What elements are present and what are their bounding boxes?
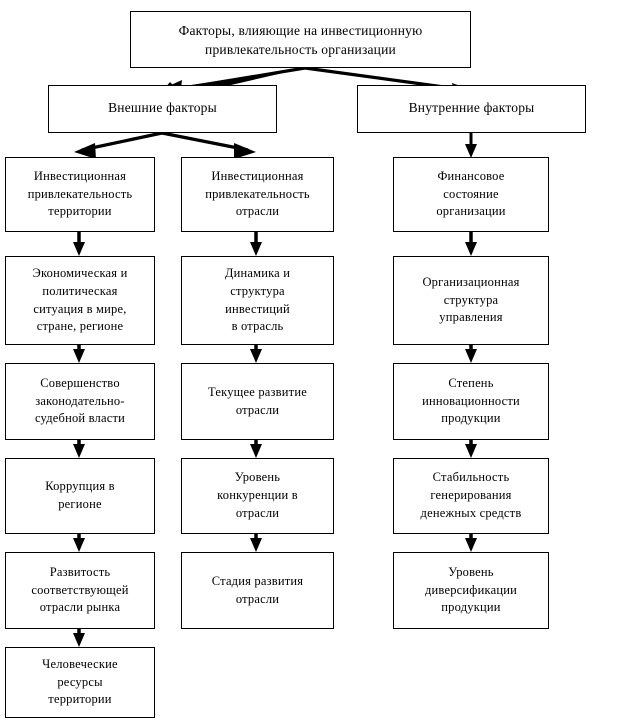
node-external-factors-label: Внешние факторы	[108, 100, 217, 115]
edge-internal-chain-1	[465, 232, 477, 256]
edge-branch-chain-3	[250, 440, 262, 458]
node-market-branch-development[interactable]: Развитость соответствующей отрасли рынка	[5, 552, 155, 629]
edge-internal-chain-4	[465, 534, 477, 552]
node-root-label: Факторы, влияющие на инвестиционную прив…	[178, 23, 423, 58]
edge-branch-chain-2	[250, 345, 262, 363]
node-org-management-structure[interactable]: Организационная структура управления	[393, 256, 549, 345]
node-external-factors[interactable]: Внешние факторы	[48, 85, 277, 133]
edge-internal-chain-2	[465, 345, 477, 363]
node-corruption-region-label: Коррупция в регионе	[45, 479, 115, 511]
node-investment-dynamics-label: Динамика и структура инвестиций в отрасл…	[224, 266, 291, 334]
node-root[interactable]: Факторы, влияющие на инвестиционную прив…	[130, 11, 471, 68]
node-branch-stage-label: Стадия развития отрасли	[211, 573, 304, 606]
node-branch-attractiveness-label: Инвестиционная привлекательность отрасли	[205, 168, 310, 219]
node-econ-political-situation[interactable]: Экономическая и политическая ситуация в …	[5, 256, 155, 345]
node-market-branch-development-label: Развитость соответствующей отрасли рынка	[31, 564, 129, 615]
edge-territory-chain-4	[73, 534, 85, 552]
edge-territory-chain-3	[73, 440, 85, 458]
edge-external-to-branch	[161, 131, 256, 159]
node-org-management-structure-label: Организационная структура управления	[422, 274, 520, 325]
node-cashflow-stability[interactable]: Стабильность генерирования денежных сред…	[393, 458, 549, 534]
edge-territory-chain-5	[73, 629, 85, 647]
node-financial-state[interactable]: Финансовое состояние организации	[393, 157, 549, 232]
edge-branch-chain-1	[250, 232, 262, 256]
node-branch-stage[interactable]: Стадия развития отрасли	[181, 552, 334, 629]
node-innovation-degree[interactable]: Степень инновационности продукции	[393, 363, 549, 440]
node-legal-judicial-perfection[interactable]: Совершенство законодательно- судебной вл…	[5, 363, 155, 440]
node-innovation-degree-label: Степень инновационности продукции	[422, 375, 520, 426]
node-competition-level[interactable]: Уровень конкуренции в отрасли	[181, 458, 334, 534]
edge-territory-chain-2	[73, 345, 85, 363]
node-branch-attractiveness[interactable]: Инвестиционная привлекательность отрасли	[181, 157, 334, 232]
node-human-resources-territory-label: Человеческие ресурсы территории	[42, 656, 118, 707]
node-territory-attractiveness-label: Инвестиционная привлекательность террито…	[27, 168, 133, 219]
node-legal-judicial-perfection-label: Совершенство законодательно- судебной вл…	[34, 375, 126, 426]
node-competition-level-label: Уровень конкуренции в отрасли	[217, 470, 298, 520]
node-current-branch-development-label: Текущее развитие отрасли	[208, 384, 307, 417]
node-territory-attractiveness[interactable]: Инвестиционная привлекательность террито…	[5, 157, 155, 232]
node-human-resources-territory[interactable]: Человеческие ресурсы территории	[5, 647, 155, 718]
node-product-diversification-label: Уровень диверсификации продукции	[424, 564, 517, 615]
edge-internal-to-financial	[465, 133, 477, 158]
node-investment-dynamics[interactable]: Динамика и структура инвестиций в отрасл…	[181, 256, 334, 345]
node-corruption-region[interactable]: Коррупция в регионе	[5, 458, 155, 534]
edge-external-to-territory	[74, 131, 163, 159]
edge-branch-chain-4	[250, 534, 262, 552]
node-current-branch-development[interactable]: Текущее развитие отрасли	[181, 363, 334, 440]
node-internal-factors-label: Внутренние факторы	[408, 100, 535, 115]
node-internal-factors[interactable]: Внутренние факторы	[357, 85, 586, 133]
node-product-diversification[interactable]: Уровень диверсификации продукции	[393, 552, 549, 629]
node-financial-state-label: Финансовое состояние организации	[436, 168, 506, 219]
edge-internal-chain-3	[465, 440, 477, 458]
node-cashflow-stability-label: Стабильность генерирования денежных сред…	[420, 470, 522, 520]
edge-territory-chain-1	[73, 232, 85, 256]
node-econ-political-situation-label: Экономическая и политическая ситуация в …	[32, 266, 128, 334]
